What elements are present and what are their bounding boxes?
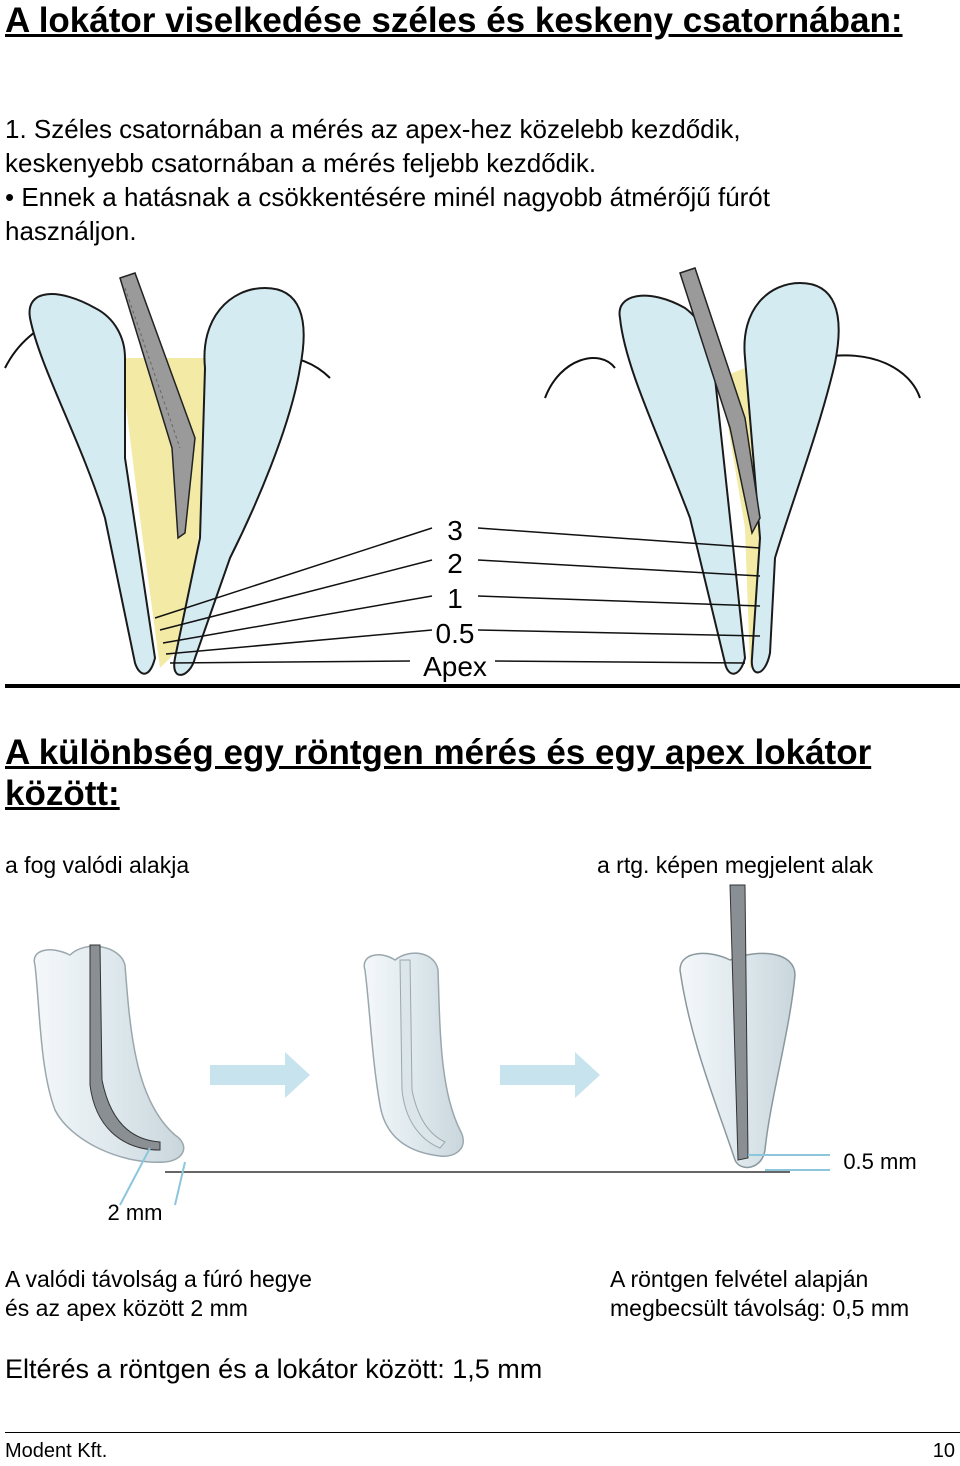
xray-file-right	[729, 884, 749, 1161]
intro-line-2: keskenyebb csatornában a mérés feljebb k…	[5, 148, 597, 178]
xray-vs-locator-illustration: 2 mm 0.5 mm	[33, 884, 917, 1225]
caption-right-line-2: megbecsült távolság: 0,5 mm	[610, 1295, 910, 1321]
label-1: 1	[447, 583, 463, 614]
gum-line-right	[544, 357, 616, 399]
curved-tooth-left	[33, 945, 185, 1163]
caption-left-line-2: és az apex között 2 mm	[5, 1295, 248, 1321]
arrow-right-1	[210, 1052, 310, 1098]
measure-0-5mm: 0.5 mm	[843, 1149, 916, 1174]
arrow-right-2	[500, 1052, 600, 1098]
label-3: 3	[447, 515, 463, 546]
intro-paragraph: 1. Széles csatornában a mérés az apex-he…	[5, 112, 955, 248]
label-real-shape: a fog valódi alakja	[5, 852, 190, 878]
intro-line-3: • Ennek a hatásnak a csökkentésére minél…	[5, 182, 770, 212]
tooth-left-a	[28, 293, 157, 675]
caption-left-line-1: A valódi távolság a fúró hegye	[5, 1266, 312, 1292]
label-0-5: 0.5	[436, 618, 475, 649]
section-title-difference: A különbség egy röntgen mérés és egy ape…	[5, 733, 872, 813]
difference-statement: Eltérés a röntgen és a lokátor között: 1…	[5, 1354, 543, 1384]
label-2: 2	[447, 548, 463, 579]
label-xray-shape: a rtg. képen megjelent alak	[597, 852, 874, 878]
curved-tooth-middle	[363, 952, 464, 1157]
section-title-locator: A lokátor viselkedése széles és keskeny …	[5, 1, 903, 40]
footer-page-number: 10	[932, 1440, 955, 1462]
section-divider	[5, 684, 960, 688]
tooth-right-b	[743, 281, 840, 674]
measure-2mm: 2 mm	[108, 1200, 163, 1225]
caption-right-line-1: A röntgen felvétel alapján	[610, 1266, 869, 1292]
file-right	[679, 267, 761, 536]
footer-company: Modent Kft.	[5, 1440, 108, 1462]
file-left	[119, 272, 196, 540]
tooth-right-a	[618, 294, 747, 675]
leader-lines	[154, 527, 761, 664]
intro-line-4: használjon.	[5, 216, 137, 246]
footer-rule	[5, 1432, 960, 1433]
canal-width-illustration: 3 2 1 0.5 Apex	[4, 267, 921, 682]
label-apex: Apex	[423, 651, 487, 682]
intro-line-1: 1. Széles csatornában a mérés az apex-he…	[5, 114, 741, 144]
tooth-left-b	[173, 286, 305, 676]
canal-middle	[399, 959, 446, 1149]
curved-file-left	[89, 944, 161, 1151]
